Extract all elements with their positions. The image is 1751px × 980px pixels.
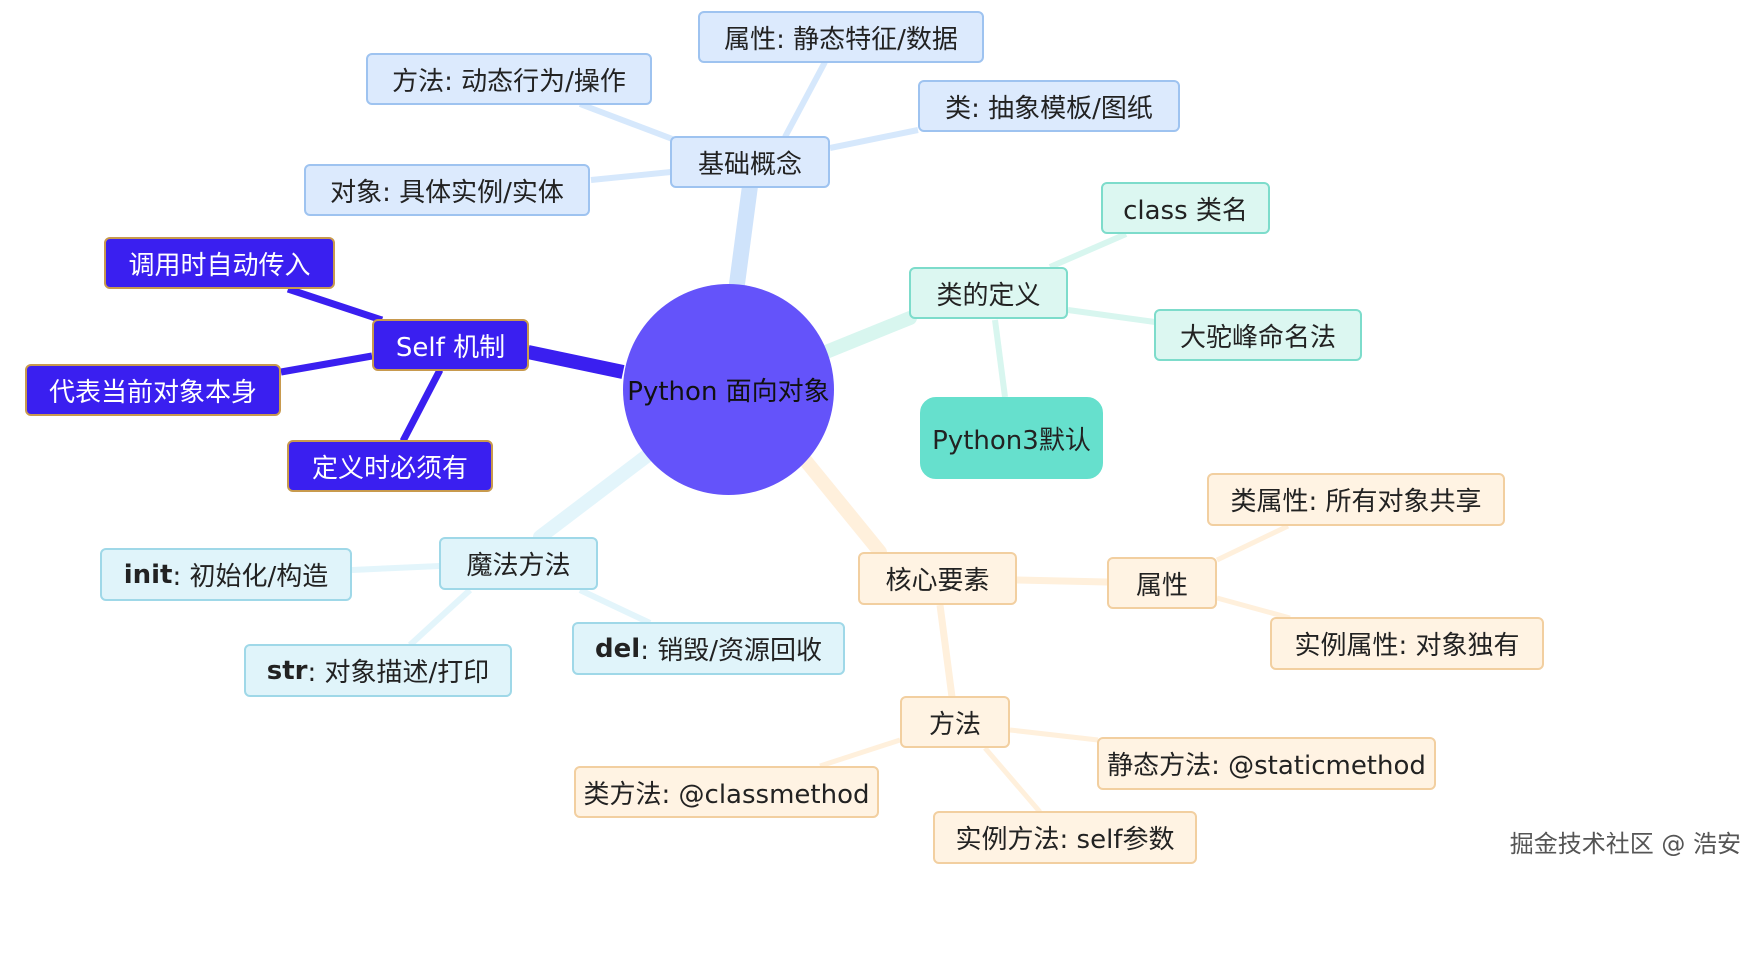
node-class-method-label: 类方法: @classmethod <box>583 779 870 810</box>
root-label: Python 面向对象 <box>627 377 830 407</box>
node-core-elements[interactable]: 核心要素 <box>858 552 1017 605</box>
edge-attributes-classattr <box>1215 523 1290 563</box>
node-static-method[interactable]: 静态方法: @staticmethod <box>1097 737 1436 790</box>
edge-core-methods <box>936 604 956 698</box>
node-python3-default[interactable]: Python3默认 <box>920 397 1103 479</box>
node-magic-methods-label: 魔法方法 <box>466 551 571 581</box>
edge-methods-static <box>1009 727 1099 743</box>
node-represents-self[interactable]: 代表当前对象本身 <box>25 364 281 416</box>
node-self-label: Self 机制 <box>395 332 506 363</box>
node-object[interactable]: 对象: 具体实例/实体 <box>304 164 590 216</box>
edge-core-attributes <box>1016 576 1108 586</box>
edge-magic-init <box>351 563 441 573</box>
node-str[interactable]: str: 对象描述/打印 <box>244 644 512 697</box>
node-class-name[interactable]: class 类名 <box>1101 182 1270 234</box>
watermark: 掘金技术社区 @ 浩安 <box>1509 830 1741 858</box>
edge-root-basics <box>729 178 758 292</box>
node-class-name-label: class 类名 <box>1123 195 1248 226</box>
node-str-desc: : 对象描述/打印 <box>307 658 490 688</box>
node-init-desc: : 初始化/构造 <box>172 562 329 592</box>
node-class-label: 类: 抽象模板/图纸 <box>945 93 1153 124</box>
edge-basics-method <box>578 101 677 143</box>
node-methods[interactable]: 方法 <box>900 696 1010 748</box>
node-static-method-label: 静态方法: @staticmethod <box>1107 751 1426 781</box>
node-class-method[interactable]: 类方法: @classmethod <box>574 766 879 818</box>
node-method[interactable]: 方法: 动态行为/操作 <box>366 53 652 105</box>
node-attributes-label: 属性 <box>1135 570 1188 601</box>
node-attribute[interactable]: 属性: 静态特征/数据 <box>698 11 984 63</box>
node-attribute-label: 属性: 静态特征/数据 <box>724 24 958 55</box>
edge-root-self <box>526 345 625 379</box>
node-methods-label: 方法 <box>928 709 981 740</box>
edge-methods-instance <box>983 746 1042 814</box>
edge-classdef-camel <box>1067 307 1156 325</box>
node-python3-default-label: Python3默认 <box>932 425 1091 456</box>
node-del-key: del <box>595 633 641 664</box>
edge-attributes-instanceattr <box>1216 595 1291 621</box>
edge-root-classdef <box>819 311 917 359</box>
node-camel-case-label: 大驼峰命名法 <box>1179 322 1336 353</box>
node-magic-methods[interactable]: 魔法方法 <box>439 537 598 590</box>
node-str-key: str <box>266 655 308 686</box>
root-node[interactable]: Python 面向对象 <box>623 284 834 495</box>
node-init-key: init <box>123 559 173 590</box>
node-auto-pass-label: 调用时自动传入 <box>128 250 311 281</box>
edge-self-auto <box>286 285 384 324</box>
edge-self-required <box>399 368 444 443</box>
node-object-label: 对象: 具体实例/实体 <box>330 177 564 208</box>
edge-methods-classmethod <box>819 737 901 769</box>
node-instance-method-label: 实例方法: self参数 <box>955 825 1175 855</box>
edge-root-core <box>798 453 887 559</box>
node-basics[interactable]: 基础概念 <box>670 136 830 188</box>
node-basics-label: 基础概念 <box>697 149 802 180</box>
node-class-attr[interactable]: 类属性: 所有对象共享 <box>1207 473 1505 526</box>
edge-magic-str <box>407 587 473 648</box>
node-class-def-label: 类的定义 <box>936 280 1041 311</box>
node-del[interactable]: del: 销毁/资源回收 <box>572 622 845 675</box>
node-method-label: 方法: 动态行为/操作 <box>392 66 626 97</box>
node-self[interactable]: Self 机制 <box>372 319 529 371</box>
edge-basics-class <box>829 127 919 151</box>
edge-basics-attribute <box>782 60 828 139</box>
edge-classdef-classname <box>1048 231 1128 270</box>
node-represents-self-label: 代表当前对象本身 <box>48 377 257 408</box>
node-init[interactable]: init: 初始化/构造 <box>100 548 352 601</box>
node-attributes[interactable]: 属性 <box>1107 557 1217 609</box>
edge-magic-del <box>578 587 652 626</box>
edge-basics-object <box>590 169 672 183</box>
edge-self-represents <box>280 352 373 376</box>
node-del-desc: : 销毁/资源回收 <box>640 636 822 666</box>
node-auto-pass[interactable]: 调用时自动传入 <box>104 237 335 289</box>
node-instance-method[interactable]: 实例方法: self参数 <box>933 811 1197 864</box>
edge-classdef-python3 <box>992 319 1008 398</box>
node-class[interactable]: 类: 抽象模板/图纸 <box>918 80 1180 132</box>
node-class-def[interactable]: 类的定义 <box>909 267 1068 319</box>
node-core-elements-label: 核心要素 <box>885 566 990 596</box>
node-required-in-def[interactable]: 定义时必须有 <box>287 440 493 492</box>
node-instance-attr-label: 实例属性: 对象独有 <box>1294 631 1520 661</box>
node-instance-attr[interactable]: 实例属性: 对象独有 <box>1270 617 1544 670</box>
edge-root-magic <box>533 448 655 544</box>
node-required-in-def-label: 定义时必须有 <box>311 453 468 484</box>
node-camel-case[interactable]: 大驼峰命名法 <box>1154 309 1362 361</box>
node-class-attr-label: 类属性: 所有对象共享 <box>1230 487 1482 517</box>
